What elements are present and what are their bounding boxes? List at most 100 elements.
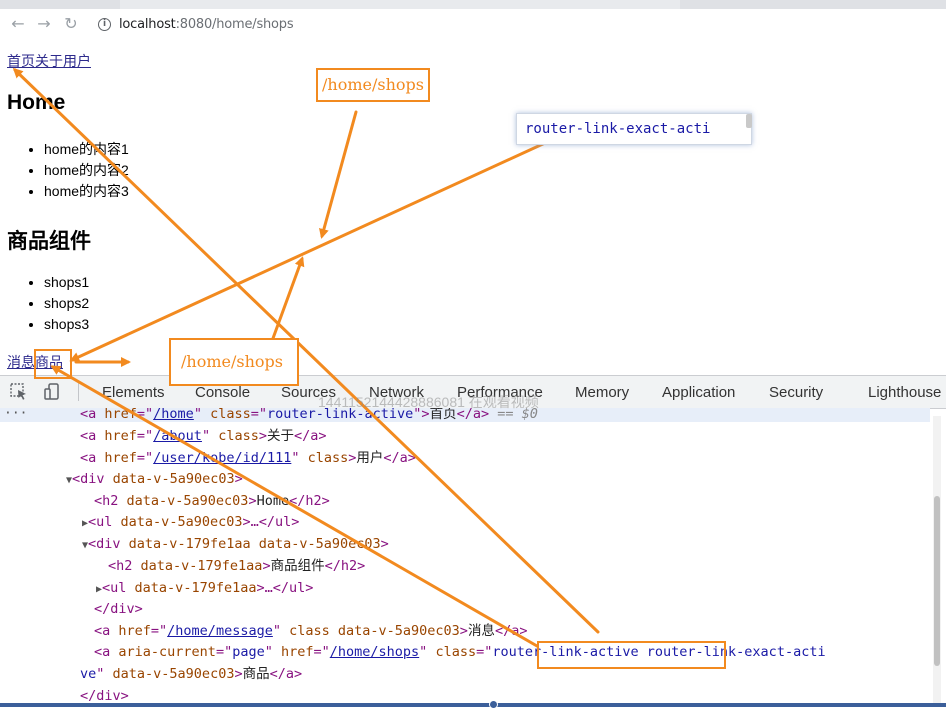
url-text[interactable]: localhost:8080/home/shops: [119, 17, 294, 32]
link-user[interactable]: 用户: [63, 53, 91, 69]
list-item: shops3: [44, 314, 89, 335]
attr-value: router-link-active router-link-exact-act…: [492, 644, 826, 660]
attr-link[interactable]: /home/message: [167, 623, 273, 639]
home-list: home的内容1 home的内容2 home的内容3: [0, 139, 129, 202]
attr-eq: =": [250, 408, 267, 422]
dom-node-line[interactable]: ▶<ul data-v-179fe1aa>…</ul>: [96, 580, 314, 596]
attr-name: data-v-179fe1aa: [140, 558, 263, 574]
tab-sources[interactable]: Sources: [281, 384, 337, 401]
tab-console[interactable]: Console: [195, 384, 251, 401]
node-menu-icon[interactable]: ···: [4, 408, 28, 421]
attr-quote: ">: [413, 408, 430, 422]
attr-value: router-link-active: [266, 408, 414, 422]
tab-network[interactable]: Network: [369, 384, 425, 401]
tab-memory[interactable]: Memory: [575, 384, 630, 401]
node-text: 关于: [267, 428, 294, 444]
attr-eq: =": [136, 408, 154, 422]
tab-elements[interactable]: Elements: [102, 384, 165, 401]
list-item: shops1: [44, 272, 89, 293]
node-text: 商品: [242, 666, 270, 682]
node-text: 消息: [467, 623, 495, 639]
link-about[interactable]: 关于: [35, 53, 63, 69]
dom-node-line[interactable]: ▶<ul data-v-5a90ec03>…</ul>: [82, 514, 300, 530]
info-icon[interactable]: i: [98, 18, 111, 31]
attr-name: data-v-179fe1aa: [134, 580, 257, 596]
tab-lighthouse[interactable]: Lighthouse: [868, 384, 942, 401]
dom-node-line[interactable]: <a href="/home/message" class data-v-5a9…: [94, 623, 528, 639]
elements-tree: ··· <a href="/home" class="router-link-a…: [0, 408, 930, 704]
console-ref: $0: [521, 408, 538, 422]
device-toolbar-icon[interactable]: [44, 383, 62, 401]
node-text: Home: [256, 493, 290, 509]
attr-quote: ": [193, 408, 211, 422]
dom-node-line[interactable]: <a href="/home" class="router-link-activ…: [80, 408, 538, 425]
list-item: shops2: [44, 293, 89, 314]
inspect-element-icon[interactable]: [10, 383, 28, 401]
tab-application[interactable]: Application: [662, 384, 736, 401]
attr-name: class data-v-5a90ec03: [289, 623, 460, 639]
link-home[interactable]: 首页: [7, 53, 35, 69]
collapse-triangle-icon[interactable]: ▼: [66, 475, 73, 486]
attr-link[interactable]: /home: [153, 408, 194, 422]
dom-node-line[interactable]: ▼<div data-v-179fe1aa data-v-5a90ec03>: [82, 536, 389, 552]
reload-icon[interactable]: ↻: [64, 14, 78, 33]
dom-node-line[interactable]: <a href="/about" class>关于</a>: [80, 428, 327, 444]
dom-node-line[interactable]: ve" data-v-5a90ec03>商品</a>: [80, 666, 303, 682]
expand-triangle-icon[interactable]: ▶: [96, 584, 103, 595]
attr-value: ve: [80, 666, 97, 682]
node-text: 用户: [356, 450, 384, 466]
tag-open: <a: [80, 408, 105, 422]
scrollbar-thumb[interactable]: [934, 496, 940, 666]
devtools-tab-bar: Elements Console Sources Network Perform…: [0, 376, 946, 409]
browser-toolbar: ← → ↻ i localhost:8080/home/shops: [0, 9, 946, 42]
attr-name: data-v-5a90ec03: [120, 514, 243, 530]
attr-link[interactable]: /user/kobe/id/111: [153, 450, 292, 466]
tab-strip-fill: [120, 0, 680, 9]
back-arrow-icon[interactable]: ←: [11, 14, 25, 33]
dom-node-line[interactable]: <a href="/user/kobe/id/111" class>用户</a>: [80, 450, 416, 466]
node-text: 商品组件: [270, 558, 325, 574]
dom-node-line[interactable]: <h2 data-v-179fe1aa>商品组件</h2>: [108, 558, 366, 574]
tag-close: </a>: [456, 408, 490, 422]
toolbar-divider: [78, 383, 79, 401]
attr-link[interactable]: /home/shops: [329, 644, 420, 660]
list-item: home的内容3: [44, 181, 129, 202]
shops-list: shops1 shops2 shops3: [0, 272, 89, 335]
tab-security[interactable]: Security: [769, 384, 824, 401]
dom-node-line[interactable]: <a aria-current="page" href="/home/shops…: [94, 644, 826, 660]
browser-tab-strip: [0, 0, 946, 9]
shops-title: 商品组件: [7, 230, 91, 253]
link-message[interactable]: 消息: [7, 354, 35, 370]
list-item: home的内容1: [44, 139, 129, 160]
expand-triangle-icon[interactable]: ▶: [82, 518, 89, 529]
collapse-triangle-icon[interactable]: ▼: [82, 540, 89, 551]
dom-node-line[interactable]: ▼<div data-v-5a90ec03>: [66, 471, 243, 487]
attr-name: data-v-5a90ec03: [112, 666, 235, 682]
tab-performance[interactable]: Performance: [457, 384, 543, 401]
dom-node-line[interactable]: </div>: [94, 601, 143, 617]
url-path: :8080/home/shops: [175, 17, 294, 32]
page-viewport: 首页关于用户 Home home的内容1 home的内容2 home的内容3 商…: [0, 41, 946, 375]
attr-value: page: [232, 644, 265, 660]
attr-name: data-v-5a90ec03: [112, 471, 235, 487]
link-shops[interactable]: 商品: [35, 354, 63, 370]
address-bar[interactable]: i localhost:8080/home/shops: [86, 12, 936, 38]
video-progress-bar[interactable]: [0, 703, 946, 707]
node-text: 首页: [429, 408, 457, 422]
sub-nav: 消息商品: [7, 352, 63, 372]
attr-name: class: [210, 408, 251, 422]
dom-node-line[interactable]: </div>: [80, 688, 129, 704]
home-title: Home: [7, 91, 66, 114]
attr-name: href: [104, 408, 137, 422]
list-item: home的内容2: [44, 160, 129, 181]
url-host: localhost: [119, 17, 176, 32]
top-nav: 首页关于用户: [7, 51, 91, 71]
attr-name: data-v-179fe1aa data-v-5a90ec03: [128, 536, 381, 552]
forward-arrow-icon[interactable]: →: [37, 14, 51, 33]
devtools-scrollbar[interactable]: [933, 416, 941, 706]
attr-link[interactable]: /about: [153, 428, 202, 444]
console-ref-eq: ==: [489, 408, 522, 422]
devtools-panel: Elements Console Sources Network Perform…: [0, 375, 946, 708]
video-progress-handle[interactable]: [489, 700, 498, 709]
dom-node-line[interactable]: <h2 data-v-5a90ec03>Home</h2>: [94, 493, 330, 509]
